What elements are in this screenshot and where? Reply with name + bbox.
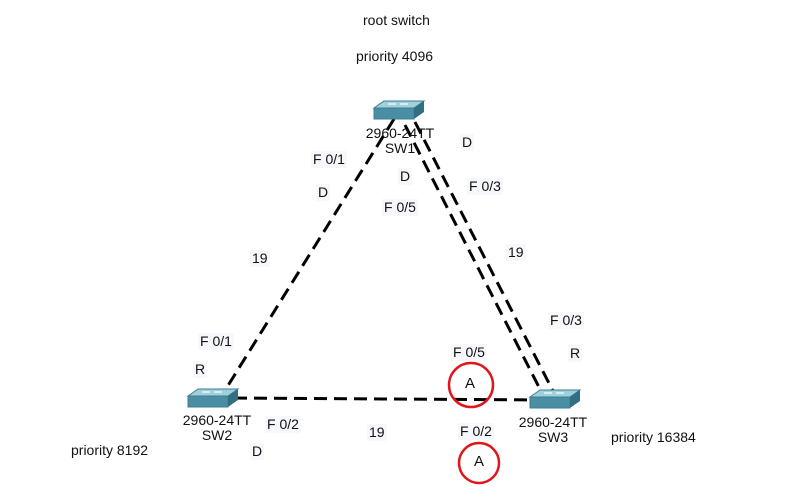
root-priority-label: priority 4096 — [356, 48, 434, 64]
alternate-circle-f02 — [457, 441, 501, 485]
sw1-port-f01: F 0/1 — [311, 151, 347, 168]
root-switch-label: root switch — [363, 12, 430, 28]
sw2-port-f01-role: R — [193, 361, 208, 378]
sw1-port-f05-role: D — [398, 168, 413, 185]
sw3-port-f02-role: A — [474, 453, 485, 470]
sw1-name: SW1 — [384, 140, 416, 156]
link-sw1-sw2 — [222, 118, 396, 393]
alternate-circle-f05 — [447, 361, 495, 409]
sw1-port-f03-role: D — [460, 134, 475, 151]
sw3-port-f05: F 0/5 — [451, 344, 487, 361]
cost-sw1-sw2: 19 — [250, 250, 270, 267]
switch-icon-sw1[interactable] — [372, 100, 426, 120]
cost-sw2-sw3: 19 — [367, 424, 387, 441]
sw3-model: 2960-24TT — [518, 414, 588, 430]
link-sw1-sw3-a — [403, 124, 545, 396]
sw2-name: SW2 — [201, 427, 233, 443]
sw3-label: 2960-24TT SW3 — [510, 415, 596, 445]
sw1-port-f01-role: D — [316, 184, 331, 201]
sw1-model: 2960-24TT — [365, 125, 435, 141]
sw3-name: SW3 — [537, 429, 569, 445]
sw2-port-f02: F 0/2 — [265, 416, 301, 433]
sw3-priority: priority 16384 — [611, 429, 696, 445]
switch-icon-sw2[interactable] — [186, 388, 240, 408]
sw3-port-f05-role: A — [465, 375, 476, 392]
cost-sw1-sw3: 19 — [506, 244, 526, 261]
sw1-label: 2960-24TT SW1 — [357, 126, 443, 156]
link-sw2-sw3 — [233, 396, 546, 402]
sw3-port-f03-role: R — [568, 345, 583, 362]
sw2-port-f01: F 0/1 — [198, 333, 234, 350]
sw2-label: 2960-24TT SW2 — [174, 413, 260, 443]
sw1-port-f05: F 0/5 — [382, 199, 418, 216]
sw1-port-f03: F 0/3 — [467, 178, 503, 195]
sw3-port-f03: F 0/3 — [548, 312, 584, 329]
sw3-port-f02: F 0/2 — [458, 423, 494, 440]
sw2-port-f02-role: D — [250, 443, 265, 460]
link-sw1-sw3-b — [413, 121, 556, 394]
sw2-model: 2960-24TT — [182, 412, 252, 428]
sw2-priority: priority 8192 — [71, 442, 149, 458]
switch-icon-sw3[interactable] — [528, 389, 582, 409]
